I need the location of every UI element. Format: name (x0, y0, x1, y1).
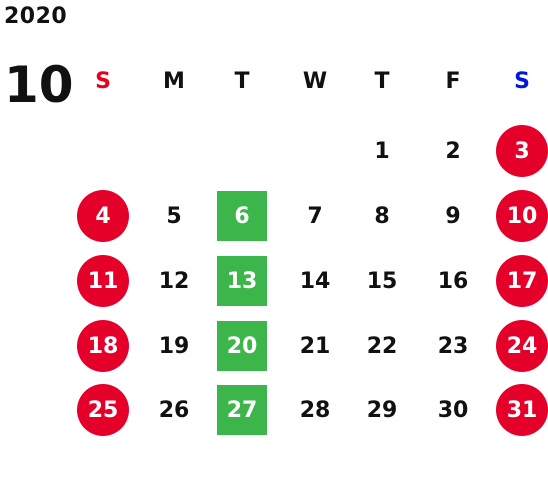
calendar-day[interactable]: 4 (77, 190, 129, 242)
weekday-label: W (302, 68, 328, 94)
calendar-day[interactable]: 11 (77, 255, 129, 307)
calendar-day[interactable]: 28 (299, 397, 331, 423)
calendar-day[interactable]: 13 (217, 256, 267, 306)
calendar-day[interactable]: 16 (437, 268, 469, 294)
weekday-label: M (163, 68, 185, 94)
weekday-label: S (514, 68, 530, 94)
calendar-day[interactable]: 26 (158, 397, 190, 423)
calendar-day[interactable]: 8 (374, 203, 390, 229)
calendar-day[interactable]: 20 (217, 321, 267, 371)
calendar-day[interactable]: 1 (374, 138, 390, 164)
calendar-day[interactable]: 23 (437, 333, 469, 359)
calendar-day[interactable]: 22 (366, 333, 398, 359)
calendar-day[interactable]: 14 (299, 268, 331, 294)
calendar-year: 2020 (4, 4, 68, 29)
calendar-day[interactable]: 5 (166, 203, 182, 229)
weekday-label: S (95, 68, 111, 94)
calendar-day[interactable]: 19 (158, 333, 190, 359)
calendar-day[interactable]: 15 (366, 268, 398, 294)
weekday-label: T (374, 68, 390, 94)
calendar-day[interactable]: 12 (158, 268, 190, 294)
calendar-day[interactable]: 25 (77, 384, 129, 436)
calendar-day[interactable]: 3 (496, 125, 548, 177)
weekday-label: F (445, 68, 461, 94)
calendar-day[interactable]: 17 (496, 255, 548, 307)
calendar-day[interactable]: 30 (437, 397, 469, 423)
calendar-day[interactable]: 9 (445, 203, 461, 229)
calendar-day[interactable]: 2 (445, 138, 461, 164)
calendar-day[interactable]: 18 (77, 320, 129, 372)
calendar-day[interactable]: 31 (496, 384, 548, 436)
calendar-day[interactable]: 10 (496, 190, 548, 242)
calendar-day[interactable]: 6 (217, 191, 267, 241)
calendar-day[interactable]: 29 (366, 397, 398, 423)
calendar-month: 10 (4, 56, 74, 114)
calendar-day[interactable]: 21 (299, 333, 331, 359)
calendar-day[interactable]: 7 (307, 203, 323, 229)
calendar-day[interactable]: 27 (217, 385, 267, 435)
weekday-label: T (234, 68, 250, 94)
calendar-day[interactable]: 24 (496, 320, 548, 372)
